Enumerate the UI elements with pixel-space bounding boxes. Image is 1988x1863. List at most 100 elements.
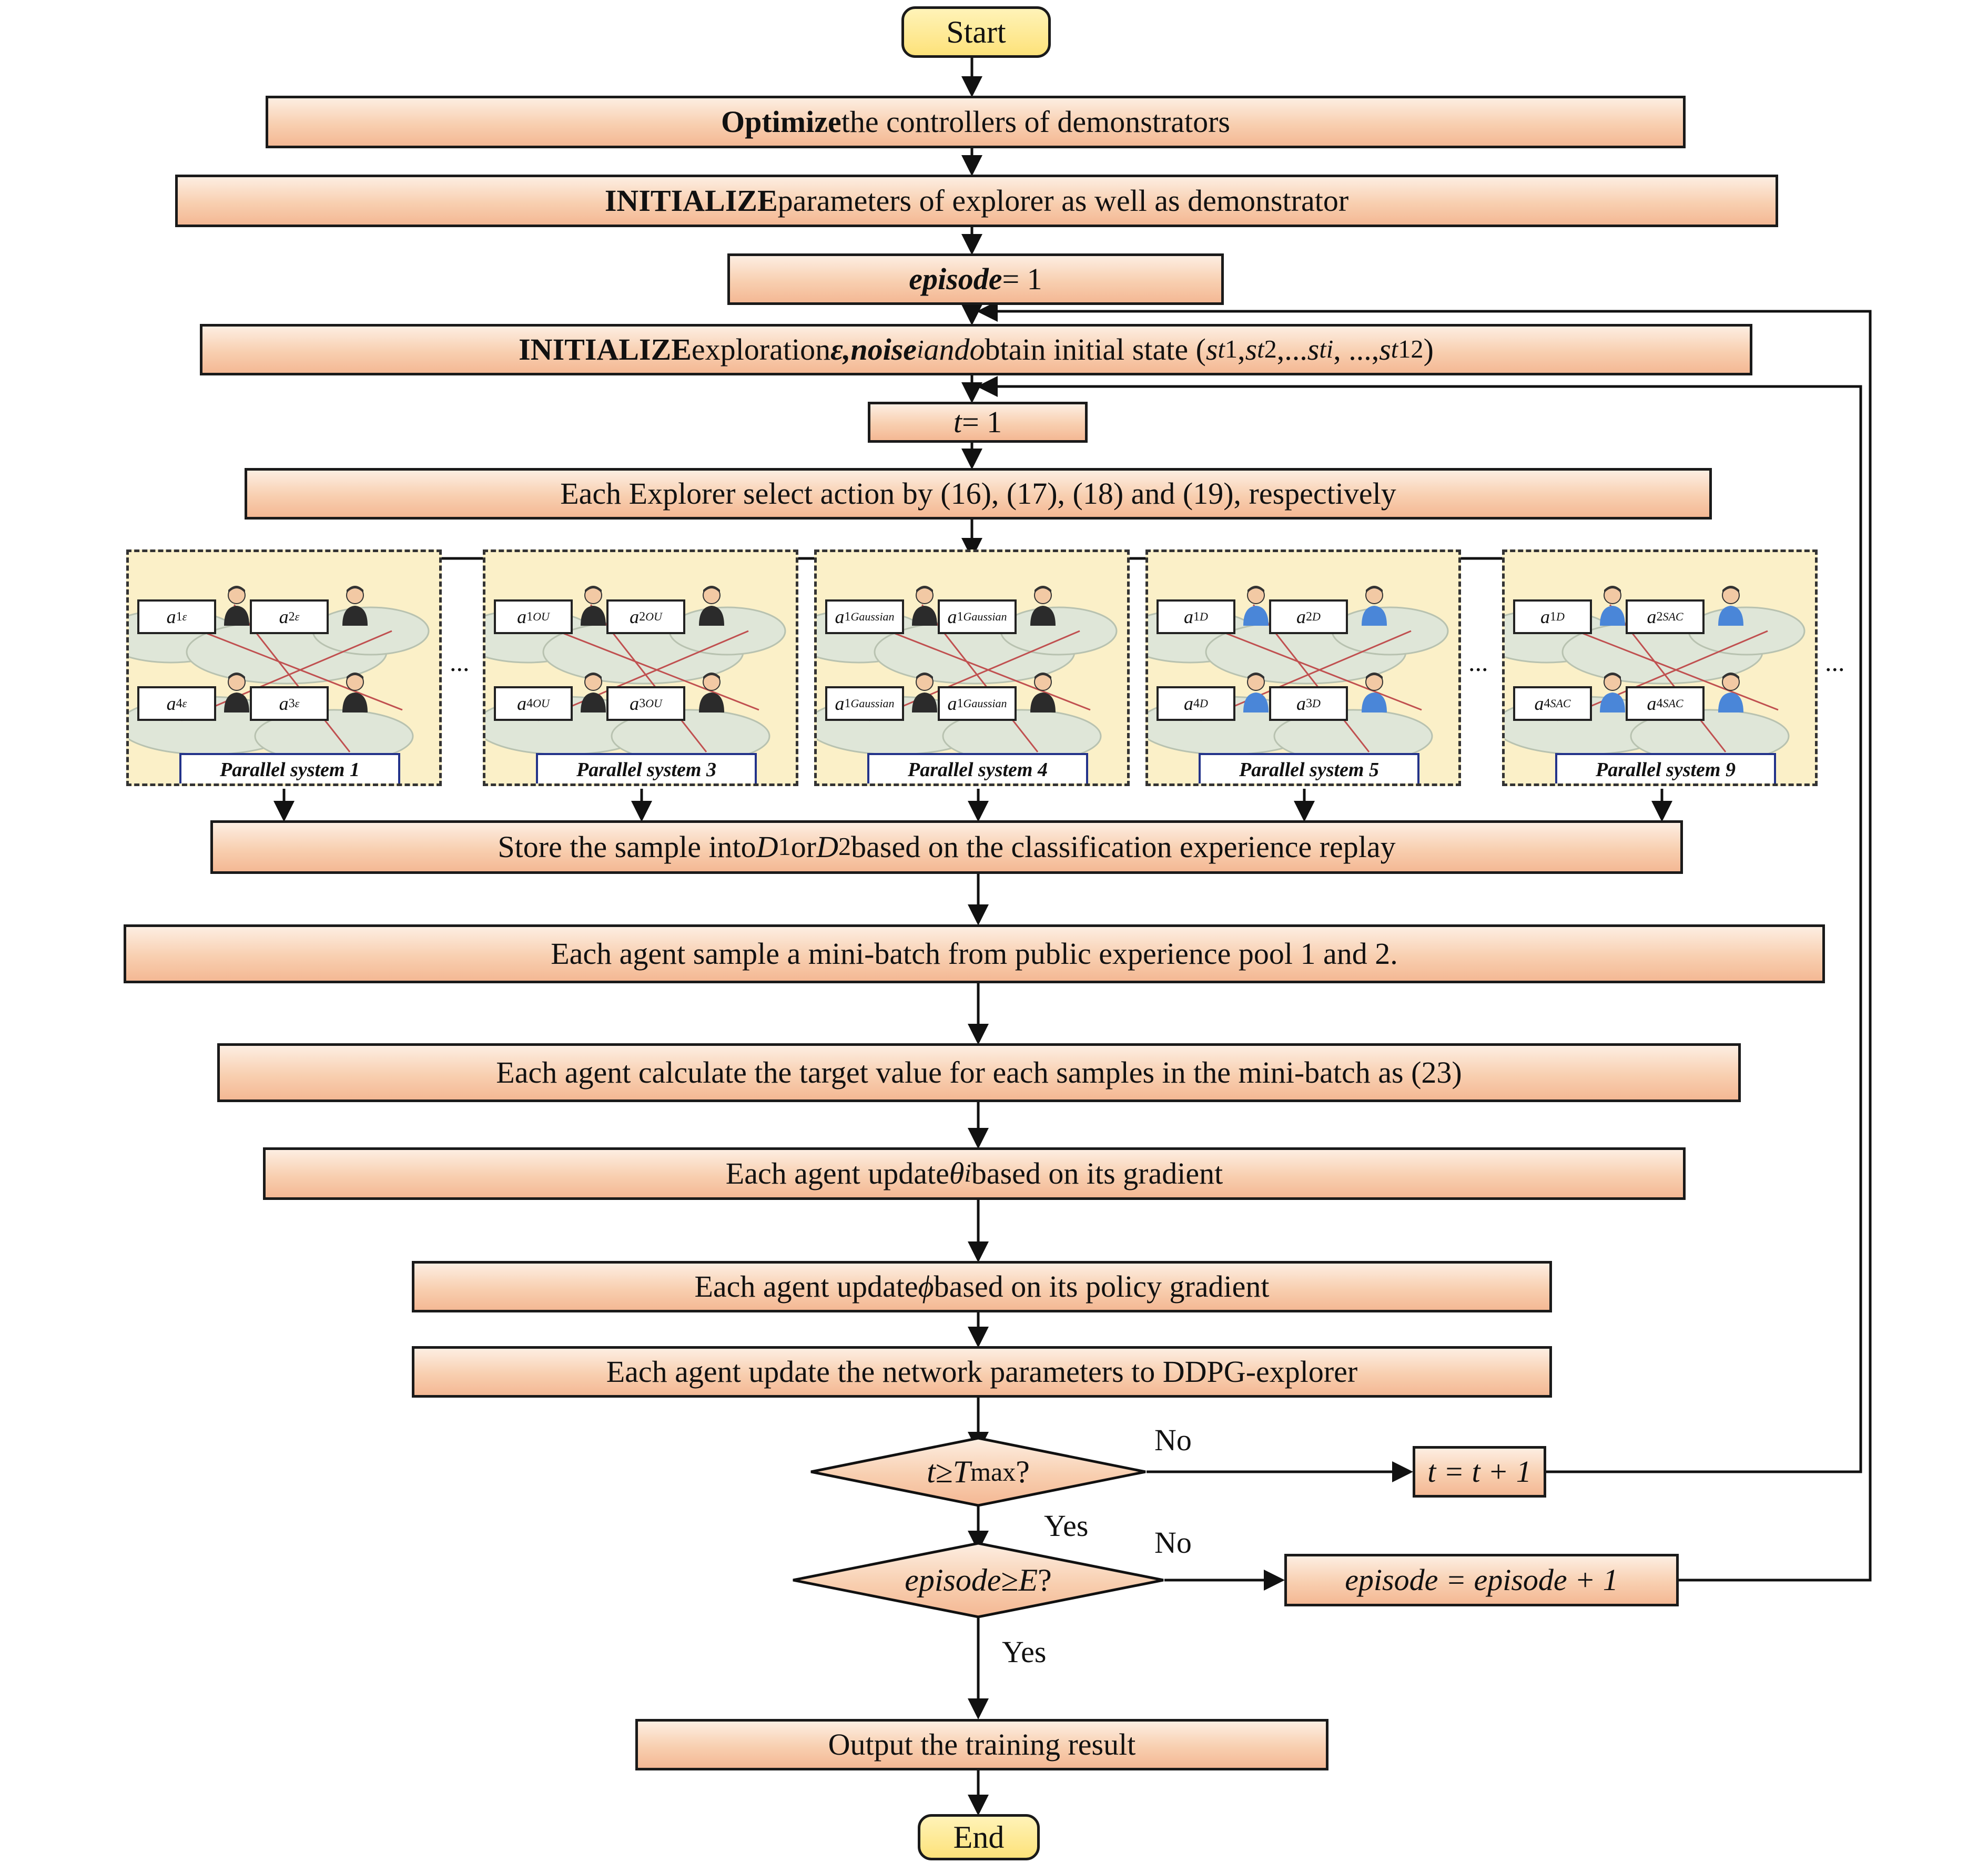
state-s2-sup: 2 [1264,335,1277,363]
update-phi-text-2: based on its policy gradient [934,1269,1270,1304]
action-symbol: a [947,606,957,627]
agent-person-icon [699,673,724,712]
agent-person-icon [912,586,937,626]
action-index: 2 [639,609,646,624]
d1-sub: 1 [778,832,791,861]
episode-check-label: episode ≥ E? [793,1543,1163,1617]
noise-sub: i [917,335,924,363]
action-superscript: SAC [1662,610,1683,623]
episode-check-diamond [793,1542,1164,1618]
edge-label-no-t: No [1154,1423,1192,1457]
select-action-text: Each Explorer select action by (16), (17… [560,476,1396,511]
agent-person-icon [342,673,368,712]
optimize-step: Optimize the controllers of demonstrator… [266,96,1686,148]
parallel-system-label: Parallel system 1 [179,753,400,783]
theta-var: θ [949,1156,965,1190]
theta-sub: i [964,1159,971,1187]
sample-step: Each agent sample a mini-batch from publ… [124,924,1825,983]
action-symbol: a [1296,693,1306,714]
action-symbol: a [630,693,640,714]
agent-person-icon [699,586,724,626]
agent-person-icon [224,673,249,712]
arrow-tloop-back [977,376,1862,1473]
state-sep-2: ,... [1276,332,1307,367]
action-superscript: D [1200,610,1208,623]
grid-map-illustration [485,604,786,763]
episode-increment-text: episode = episode + 1 [1345,1563,1618,1597]
state-si-sub: t [1319,335,1326,363]
init-explore-text-2: btain initial state ( [985,332,1206,367]
agent-person-icon [1600,673,1625,712]
state-s12-sub: t [1391,335,1398,363]
grid-map-illustration [817,604,1118,763]
action-superscript: SAC [1662,697,1683,710]
t-check-t: t [927,1454,936,1489]
action-superscript: Gaussian [850,697,895,710]
action-symbol: a [1534,693,1544,714]
action-index: 4 [526,696,533,710]
state-s2-sub: t [1257,335,1264,363]
action-superscript: ε [295,697,300,710]
update-phi-step: Each agent update ϕ based on its policy … [412,1261,1552,1312]
d1-var: D [756,830,778,864]
action-superscript: D [1312,697,1321,710]
start-terminal: Start [901,6,1051,58]
action-index: 2 [1656,609,1663,624]
action-superscript: D [1312,610,1321,623]
update-theta-text-1: Each agent update [725,1156,949,1190]
start-label: Start [946,14,1006,49]
arrow-episode-loop-back [977,301,1872,1582]
noise-var: ε,noise [830,332,917,367]
action-index: 1 [1550,609,1557,624]
agent-person-icon [581,586,606,626]
agent-person-icon [1030,586,1056,626]
action-superscript: ε [182,610,187,623]
action-symbol: a [517,606,527,627]
init-params-keyword: INITIALIZE [604,184,778,218]
agent-person-icon [1243,586,1269,626]
state-sep-1: , [1238,332,1245,367]
t-check-q: ? [1016,1454,1030,1489]
agent-person-icon [1362,586,1387,626]
action-index: 1 [844,696,851,710]
ep-check-q: ? [1038,1562,1052,1597]
target-step: Each agent calculate the target value fo… [217,1043,1741,1102]
action-superscript: OU [533,610,550,623]
select-action-step: Each Explorer select action by (16), (17… [245,468,1712,520]
action-symbol: a [1184,693,1194,714]
action-superscript: ε [182,697,187,710]
action-symbol: a [835,606,845,627]
state-si: s [1307,332,1320,367]
store-text-1: Store the sample into [498,830,756,864]
d2-var: D [816,830,838,864]
init-explore-o: o [969,332,985,367]
action-index: 1 [844,609,851,624]
state-si-sup: i [1326,335,1334,363]
phi-var: ϕ [918,1269,934,1304]
action-index: 4 [176,696,182,710]
t-init-step: t = 1 [868,402,1088,443]
action-index: 4 [1656,696,1663,710]
update-net-step: Each agent update the network parameters… [412,1346,1552,1398]
grid-map-illustration [129,604,430,763]
action-symbol: a [279,606,289,627]
parallel-system-label: Parallel system 9 [1555,753,1776,783]
t-check-max: max [970,1457,1016,1487]
action-symbol: a [1647,606,1657,627]
